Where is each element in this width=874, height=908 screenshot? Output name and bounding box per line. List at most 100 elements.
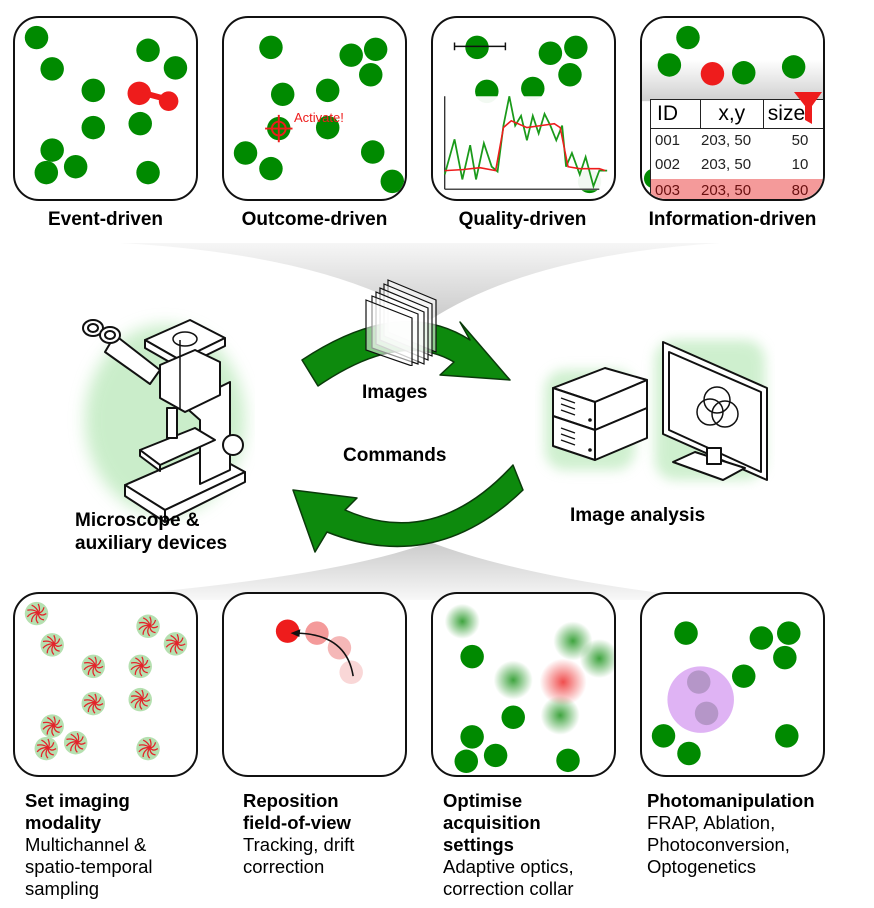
- cell: [233, 141, 258, 165]
- information-driven-label: Information-driven: [648, 209, 817, 230]
- caption-subtitle-line: Optogenetics: [647, 856, 757, 877]
- ruler-bar: [453, 42, 507, 51]
- filter-funnel-icon[interactable]: [792, 90, 824, 126]
- cell: [732, 61, 756, 85]
- event-driven-label: Event-driven: [47, 209, 164, 230]
- cell: [558, 63, 582, 87]
- stained-cell: [81, 691, 106, 716]
- cell: [676, 25, 700, 50]
- cell: [775, 724, 799, 748]
- header-id[interactable]: ID: [651, 100, 701, 128]
- top-fan-shading: [120, 243, 720, 320]
- cell: [556, 748, 580, 773]
- cell: [63, 154, 88, 179]
- cell: [651, 724, 676, 748]
- cell: [360, 140, 385, 164]
- cell: [136, 160, 160, 185]
- cell: [657, 53, 682, 77]
- bleached-cell: [687, 670, 711, 694]
- outcome-driven-panel: Activate!: [222, 16, 407, 201]
- signal-trace-icon: [442, 96, 608, 191]
- reposition-panel: [222, 592, 407, 777]
- commands-label: Commands: [343, 445, 447, 466]
- cell: [674, 621, 698, 645]
- caption-title-line: Set imaging: [25, 790, 130, 811]
- stained-cell: [81, 654, 106, 679]
- stained-cell: [136, 736, 160, 761]
- caption-title-line: Reposition: [243, 790, 339, 811]
- stained-cell: [128, 687, 152, 712]
- cell: [677, 741, 701, 766]
- cell: [40, 138, 64, 162]
- dividing-cell-icon: [127, 81, 179, 111]
- cell: [454, 749, 479, 774]
- bleached-cell: [694, 701, 719, 726]
- cell: [40, 57, 64, 81]
- cell: [521, 76, 545, 101]
- table-cell: 001: [655, 132, 681, 149]
- cell: [564, 35, 588, 60]
- stained-cell: [163, 632, 188, 656]
- stained-cell: [40, 633, 64, 657]
- target-crosshair-icon: [265, 114, 293, 143]
- caption-subtitle-line: Adaptive optics,: [443, 856, 574, 877]
- stained-cell: [136, 614, 160, 639]
- cell-field: [233, 35, 405, 194]
- microscope-label-line2: auxiliary devices: [75, 533, 228, 554]
- table-cell: 80: [791, 182, 809, 199]
- table-cell: 10: [791, 156, 809, 173]
- cell: [270, 82, 295, 107]
- imaging-modality-panel: [13, 592, 198, 777]
- header-xy[interactable]: x,y: [701, 100, 764, 128]
- photomanipulation-panel: [640, 592, 825, 777]
- monitor-icon: [662, 341, 768, 481]
- cell: [136, 38, 160, 63]
- cell: [773, 645, 797, 670]
- cell: [128, 111, 152, 136]
- bottom-fan-shading: [60, 542, 720, 600]
- stained-cell: [40, 714, 64, 738]
- acquisition-settings-panel: [431, 592, 616, 777]
- microscope-label: Microscope & auxiliary devices: [75, 509, 227, 555]
- cell-field: [651, 621, 801, 766]
- quality-driven-label: Quality-driven: [458, 209, 587, 230]
- image-stack-icon: [365, 279, 437, 366]
- tracked-cell-current: [275, 619, 300, 643]
- cell: [460, 644, 484, 669]
- microscope-label-line1: Microscope &: [75, 510, 200, 531]
- caption-title-line: settings: [443, 834, 514, 855]
- cell: [339, 43, 363, 67]
- caption-title-line: modality: [25, 812, 102, 833]
- selected-cell: [700, 62, 725, 86]
- computer-workstation-icon: [545, 340, 768, 481]
- cell: [81, 115, 106, 140]
- cell: [24, 25, 49, 50]
- cell: [315, 115, 340, 140]
- table-cell: 003: [655, 182, 681, 199]
- caption-subtitle-line: Tracking, drift: [243, 834, 355, 855]
- cell-field: [24, 25, 188, 185]
- cell: [259, 156, 283, 181]
- images-label: Images: [362, 382, 428, 403]
- tracked-cell-previous-3: [339, 660, 363, 685]
- cell-field: [642, 18, 823, 189]
- stained-cell: [34, 736, 59, 761]
- header-size[interactable]: size: [767, 102, 806, 125]
- cell-field: [444, 603, 614, 774]
- cell: [732, 664, 756, 688]
- cell: [460, 725, 484, 749]
- cell: [359, 63, 383, 87]
- microscope-icon: [82, 319, 246, 523]
- cell: [34, 160, 59, 185]
- cell: [483, 743, 508, 768]
- cell: [781, 55, 806, 79]
- quality-driven-panel: [431, 16, 616, 201]
